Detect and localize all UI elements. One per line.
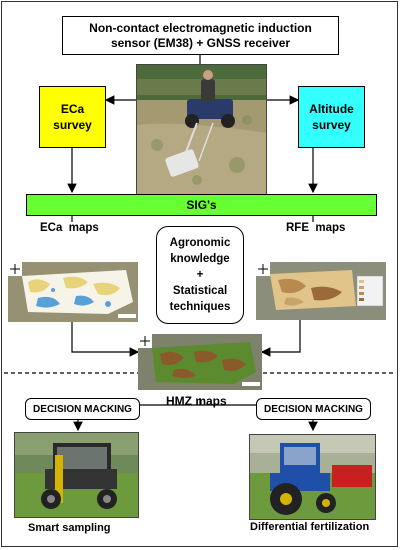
knowledge-line4: Statistical [172, 285, 228, 297]
sensor-box-line1: Non-contact electromagnetic induction [89, 20, 312, 35]
eca-maps-label: ECa maps [40, 222, 99, 234]
sig-bar-label: SIG's [186, 198, 217, 212]
differential-fertilization-label: Differential fertilization [250, 521, 370, 533]
eca-survey-line1: ECa [60, 102, 85, 116]
sig-bar: SIG's [26, 194, 377, 216]
rfe-map-image [256, 262, 386, 320]
hmz-maps-label: HMZ maps [166, 394, 227, 408]
eca-map-image [8, 262, 138, 322]
altitude-survey-box: Altitude survey [298, 86, 365, 148]
knowledge-line5: techniques [169, 301, 231, 313]
knowledge-line1: Agronomic [169, 237, 231, 249]
hmz-map-image [138, 334, 262, 390]
decision-box-right: DECISION MACKING [256, 398, 371, 420]
decision-left-label: DECISION MACKING [33, 403, 132, 415]
eca-survey-line2: survey [53, 118, 92, 132]
knowledge-box: Agronomic knowledge + Statistical techni… [156, 226, 244, 324]
rfe-map-to-hmz-arrow [260, 320, 301, 357]
knowledge-line2: knowledge [170, 253, 230, 265]
decision-box-left: DECISION MACKING [25, 398, 140, 420]
smart-sampling-label: Smart sampling [28, 522, 111, 534]
sensor-box: Non-contact electromagnetic induction se… [62, 16, 339, 55]
altitude-survey-line1: Altitude [309, 102, 354, 116]
decision-right-label: DECISION MACKING [264, 403, 363, 415]
rfe-maps-label: RFE maps [286, 222, 346, 234]
smart-sampling-photo [14, 432, 139, 518]
em38-survey-photo [136, 64, 267, 195]
knowledge-line3: + [196, 269, 204, 281]
altitude-survey-line2: survey [312, 118, 351, 132]
eca-survey-box: ECa survey [39, 86, 106, 148]
sensor-box-line2: sensor (EM38) + GNSS receiver [110, 35, 291, 50]
eca-map-to-hmz-arrow [71, 322, 140, 357]
differential-fertilization-photo [249, 434, 376, 520]
atv-survey-image [137, 65, 266, 194]
